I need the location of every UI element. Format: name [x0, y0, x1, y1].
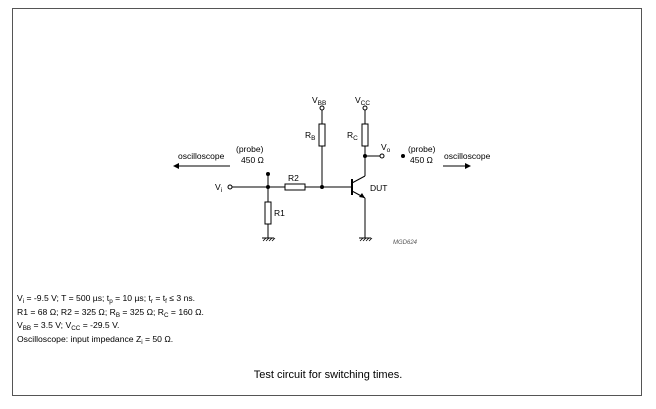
junction-dot	[320, 185, 324, 189]
right-probe-tip-dot	[401, 154, 405, 158]
resistor-r2	[284, 183, 306, 191]
ground-hatch	[265, 237, 270, 242]
label-vcc: VCC	[355, 95, 370, 107]
label-vo: Vo	[381, 142, 391, 154]
ground-hatch	[271, 237, 276, 242]
ground-hatch	[268, 237, 273, 242]
right-arrow-icon	[465, 163, 471, 169]
figure-caption: Test circuit for switching times.	[253, 369, 403, 381]
test-circuit-schematic: VBB VCC RB RC Vo Vi R2 R1 DUT (probe) 45…	[173, 95, 491, 246]
label-rc: RC	[347, 130, 358, 142]
resistor-r1	[264, 201, 272, 225]
label-oscilloscope-left: oscilloscope	[178, 151, 225, 161]
terminal-vo	[379, 153, 385, 159]
label-vi: Vi	[215, 182, 222, 194]
note-line-2: R1 = 68 Ω; R2 = 325 Ω; RB = 325 Ω; RC = …	[17, 306, 204, 319]
terminal-vbb	[319, 105, 325, 111]
label-r1: R1	[274, 208, 285, 218]
note-line-1: Vi = -9.5 V; T = 500 µs; tp = 10 µs; tr …	[17, 293, 196, 305]
note-line-4: Oscilloscope: input impedance Zi = 50 Ω.	[17, 333, 174, 346]
emitter-arrow-icon	[359, 193, 365, 198]
terminal-vcc	[362, 105, 368, 111]
drawing-code: MGD624	[393, 240, 418, 246]
resistor-rc	[361, 123, 369, 147]
figure-frame	[12, 8, 642, 396]
label-probe-right: (probe)	[408, 144, 436, 154]
junction-dot	[266, 185, 270, 189]
label-rb: RB	[305, 130, 315, 142]
note-line-3: VBB = 3.5 V; VCC = -29.5 V.	[17, 320, 120, 333]
label-probe-right-value: 450 Ω	[410, 155, 433, 165]
circuit-notes: Vi = -9.5 V; T = 500 µs; tp = 10 µs; tr …	[17, 292, 204, 346]
ground-hatch	[365, 237, 370, 242]
left-probe-tip-dot	[266, 172, 270, 176]
label-dut: DUT	[370, 183, 387, 193]
transistor-collector	[351, 175, 366, 184]
left-arrow-icon	[173, 163, 179, 169]
junction-dot	[363, 154, 367, 158]
resistor-rb	[318, 123, 326, 147]
label-probe-left: (probe)	[236, 144, 264, 154]
ground-hatch	[359, 237, 364, 242]
label-vbb: VBB	[312, 95, 326, 107]
ground-hatch	[262, 237, 267, 242]
label-r2: R2	[288, 173, 299, 183]
label-oscilloscope-right: oscilloscope	[444, 151, 491, 161]
ground-hatch	[368, 237, 373, 242]
ground-hatch	[362, 237, 367, 242]
label-probe-left-value: 450 Ω	[241, 155, 264, 165]
terminal-vi	[227, 184, 233, 190]
